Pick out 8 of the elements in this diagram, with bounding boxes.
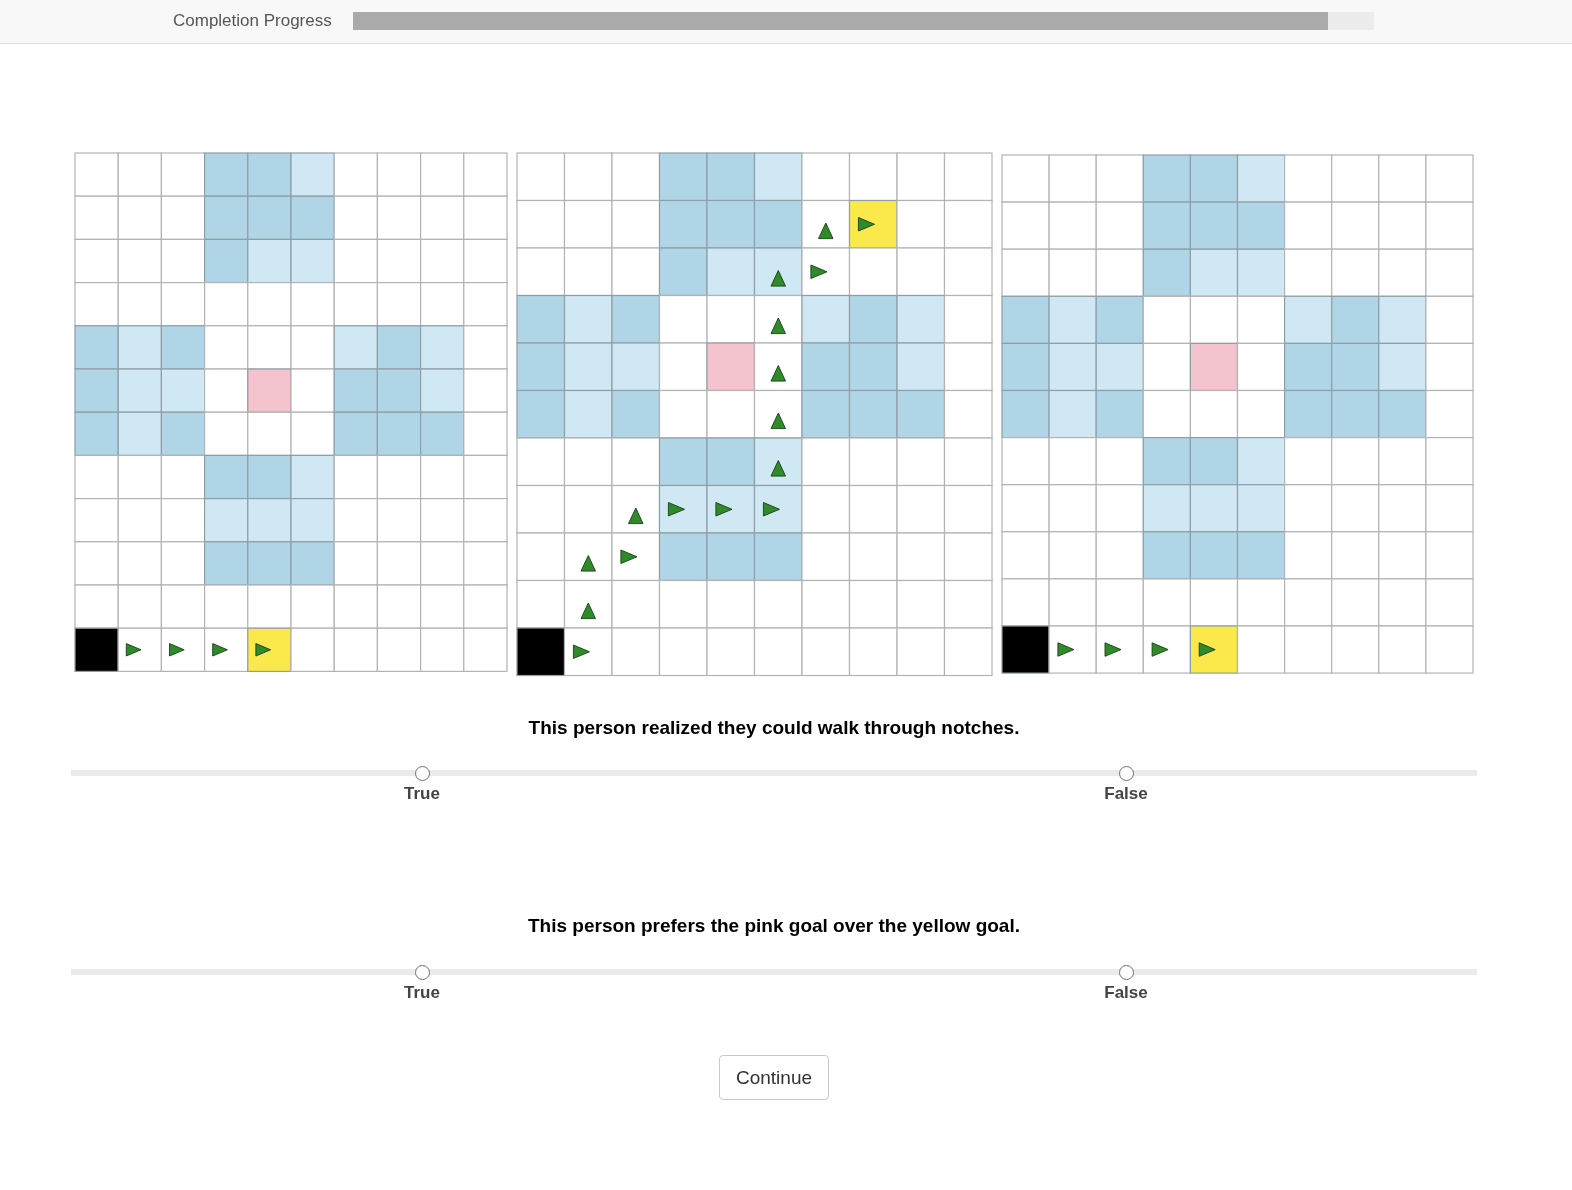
- progress-label: Completion Progress: [173, 11, 332, 31]
- option-label: False: [1104, 983, 1148, 1003]
- question-text: This person realized they could walk through notches.: [528, 716, 1020, 740]
- continue-button: Continue: [719, 1055, 829, 1100]
- option-label: True: [404, 983, 440, 1003]
- option-label: True: [404, 784, 440, 804]
- question-text: This person prefers the pink goal over the yellow goal.: [528, 914, 1020, 938]
- option-label: False: [1104, 784, 1148, 804]
